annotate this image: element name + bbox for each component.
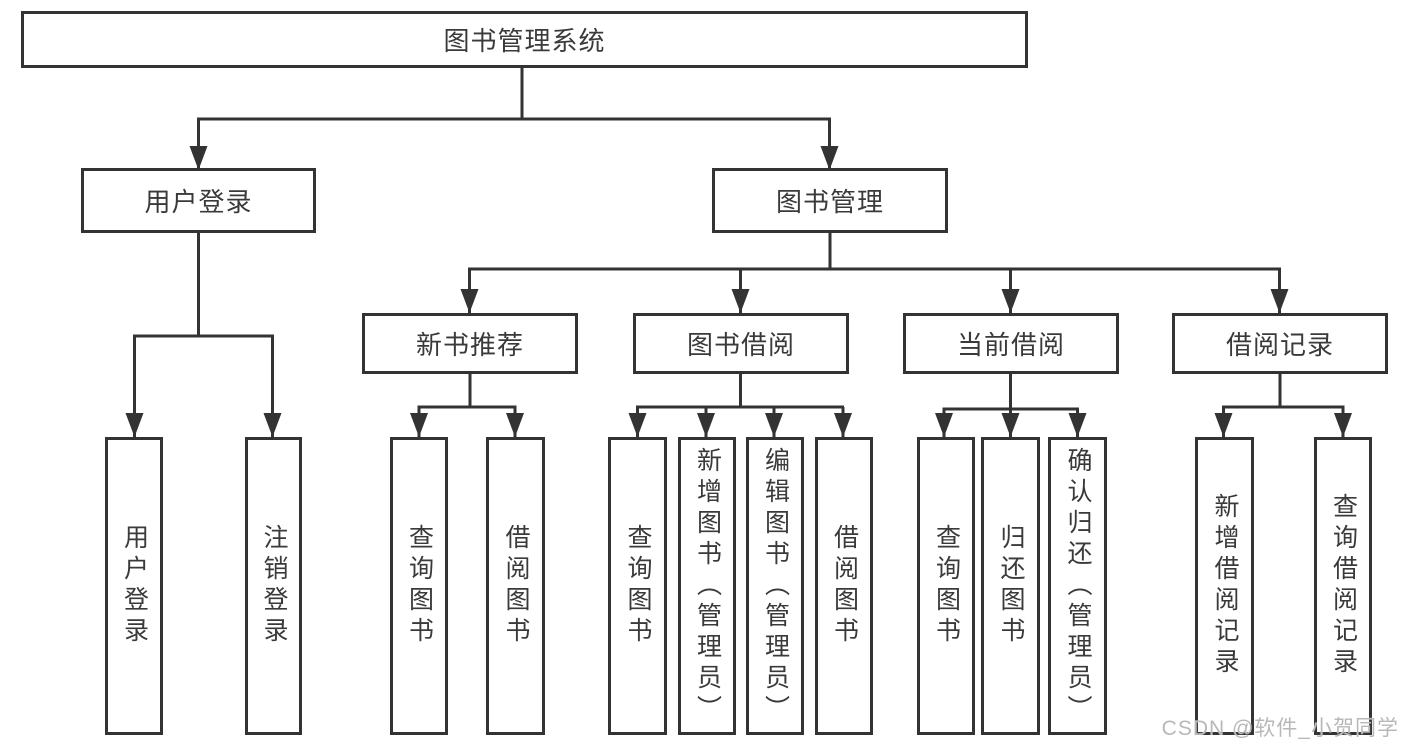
node-book-mgmt-label: 图书管理 xyxy=(775,187,884,217)
node-root-label: 图书管理系统 xyxy=(443,26,606,56)
leaf-logout: 注销登录 xyxy=(245,437,302,735)
leaf-bb-borrow-books: 借阅图书 xyxy=(815,437,873,735)
leaf-bb-add-books-admin-label: 新增图书（管理员） xyxy=(693,446,722,726)
node-new-book-recommend-label: 新书推荐 xyxy=(415,330,524,360)
connector-user-login-elbow xyxy=(133,233,274,338)
connector-root-elbow xyxy=(197,68,831,121)
leaf-bb-query-books-label: 查询图书 xyxy=(624,524,652,648)
leaf-cb-confirm-return-admin: 确认归还（管理员） xyxy=(1048,437,1107,735)
node-current-borrow-label: 当前借阅 xyxy=(956,330,1065,360)
leaf-user-login-label: 用户登录 xyxy=(120,524,149,648)
leaf-rec-borrow-books-label: 借阅图书 xyxy=(502,524,530,648)
leaf-cb-return-books: 归还图书 xyxy=(981,437,1040,735)
node-new-book-recommend: 新书推荐 xyxy=(362,313,578,374)
connector-rec-elbow xyxy=(417,374,517,409)
leaf-br-query-record-label: 查询借阅记录 xyxy=(1329,493,1358,679)
node-book-borrow: 图书借阅 xyxy=(633,313,849,374)
leaf-bb-edit-books-admin-label: 编辑图书（管理员） xyxy=(761,446,790,726)
node-current-borrow: 当前借阅 xyxy=(903,313,1119,374)
leaf-rec-query-books: 查询图书 xyxy=(390,437,448,735)
leaf-bb-edit-books-admin: 编辑图书（管理员） xyxy=(746,437,804,735)
node-book-mgmt: 图书管理 xyxy=(712,168,948,233)
leaf-bb-add-books-admin: 新增图书（管理员） xyxy=(678,437,736,735)
csdn-watermark: CSDN @软件_小贺同学 xyxy=(1161,717,1399,740)
connector-borrow-elbow xyxy=(636,374,844,409)
leaf-user-login: 用户登录 xyxy=(105,437,163,735)
node-borrow-records-label: 借阅记录 xyxy=(1225,330,1334,360)
leaf-br-add-record: 新增借阅记录 xyxy=(1195,437,1254,735)
connector-current-elbow xyxy=(942,374,1079,411)
leaf-cb-query-books: 查询图书 xyxy=(917,437,975,735)
connector-book-mgmt-elbow xyxy=(468,233,1281,271)
connector-records-elbow xyxy=(1222,374,1345,409)
leaf-br-query-record: 查询借阅记录 xyxy=(1314,437,1372,735)
node-book-borrow-label: 图书借阅 xyxy=(686,330,795,360)
node-user-login: 用户登录 xyxy=(81,168,316,233)
node-root: 图书管理系统 xyxy=(21,11,1028,68)
leaf-bb-borrow-books-label: 借阅图书 xyxy=(830,524,859,648)
leaf-br-add-record-label: 新增借阅记录 xyxy=(1211,493,1239,679)
leaf-cb-confirm-return-admin-label: 确认归还（管理员） xyxy=(1064,446,1092,726)
leaf-cb-query-books-label: 查询图书 xyxy=(932,524,961,648)
node-borrow-records: 借阅记录 xyxy=(1172,313,1388,374)
leaf-cb-return-books-label: 归还图书 xyxy=(997,524,1025,648)
leaf-rec-borrow-books: 借阅图书 xyxy=(486,437,545,735)
leaf-logout-label: 注销登录 xyxy=(260,524,288,648)
node-user-login-label: 用户登录 xyxy=(144,187,253,217)
leaf-bb-query-books: 查询图书 xyxy=(608,437,667,735)
leaf-rec-query-books-label: 查询图书 xyxy=(405,524,434,648)
